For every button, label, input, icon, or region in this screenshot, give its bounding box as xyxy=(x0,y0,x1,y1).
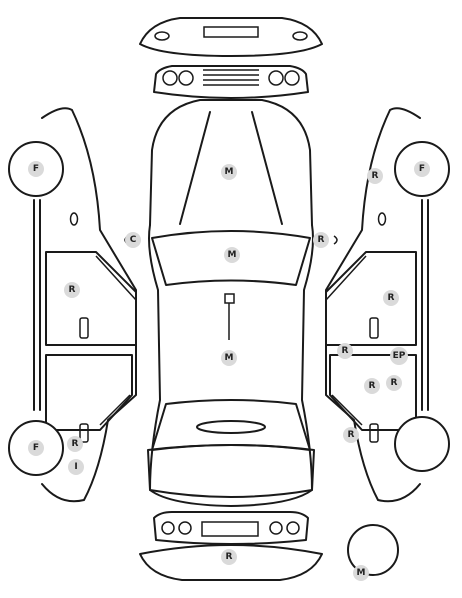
marker-right-front-door[interactable]: R xyxy=(383,290,399,306)
marker-left-rear-quarter-2[interactable]: I xyxy=(68,459,84,475)
marker-left-rear-wheel[interactable]: F xyxy=(28,440,44,456)
right-rear-wheel xyxy=(394,416,450,472)
marker-left-rear-wheel-label: F xyxy=(33,443,39,453)
marker-right-mirror-label: R xyxy=(318,235,325,245)
car-top-body xyxy=(147,99,315,507)
spare-wheel xyxy=(347,524,399,576)
marker-right-door-edge-label: R xyxy=(342,346,349,356)
marker-right-rear-quarter-label: R xyxy=(348,430,355,440)
marker-right-rear-door-2[interactable]: R xyxy=(386,375,402,391)
marker-right-front-door-label: R xyxy=(388,293,395,303)
marker-left-front-door[interactable]: R xyxy=(64,282,80,298)
marker-left-rear-quarter[interactable]: R xyxy=(67,436,83,452)
front-bumper xyxy=(139,17,323,57)
marker-left-rear-quarter-2-label: I xyxy=(74,462,77,472)
marker-right-front-wheel-label: F xyxy=(419,164,425,174)
rear-bumper xyxy=(139,544,323,581)
left-side-body xyxy=(33,107,137,503)
marker-rear-bumper-label: R xyxy=(226,552,233,562)
rear-lights xyxy=(153,511,309,545)
marker-right-rear-door-2-label: R xyxy=(391,378,398,388)
marker-roof[interactable]: M xyxy=(221,164,237,180)
front-grille xyxy=(153,65,309,99)
marker-right-mirror[interactable]: R xyxy=(313,232,329,248)
marker-right-door-edge[interactable]: R xyxy=(337,343,353,359)
marker-hood-label: M xyxy=(228,250,237,260)
marker-left-front-wheel-label: F xyxy=(33,164,39,174)
marker-right-rear-door-1[interactable]: R xyxy=(364,378,380,394)
marker-left-mirror[interactable]: C xyxy=(125,232,141,248)
marker-spare-wheel[interactable]: M xyxy=(353,565,369,581)
marker-left-mirror-label: C xyxy=(130,235,137,245)
marker-rear-bumper[interactable]: R xyxy=(221,549,237,565)
marker-left-front-wheel[interactable]: F xyxy=(28,161,44,177)
marker-right-rear-door-1-label: R xyxy=(369,381,376,391)
marker-trunk-lid[interactable]: M xyxy=(221,350,237,366)
marker-left-rear-quarter-label: R xyxy=(72,439,79,449)
marker-right-pillar[interactable]: EP xyxy=(390,347,408,365)
marker-spare-wheel-label: M xyxy=(357,568,366,578)
marker-right-front-fender-label: R xyxy=(372,171,379,181)
marker-hood[interactable]: M xyxy=(224,247,240,263)
marker-right-front-wheel[interactable]: F xyxy=(414,161,430,177)
marker-right-rear-quarter[interactable]: R xyxy=(343,427,359,443)
marker-left-front-door-label: R xyxy=(69,285,76,295)
marker-right-front-fender[interactable]: R xyxy=(367,168,383,184)
marker-roof-label: M xyxy=(225,167,234,177)
marker-trunk-lid-label: M xyxy=(225,353,234,363)
marker-right-pillar-label: EP xyxy=(393,351,406,361)
